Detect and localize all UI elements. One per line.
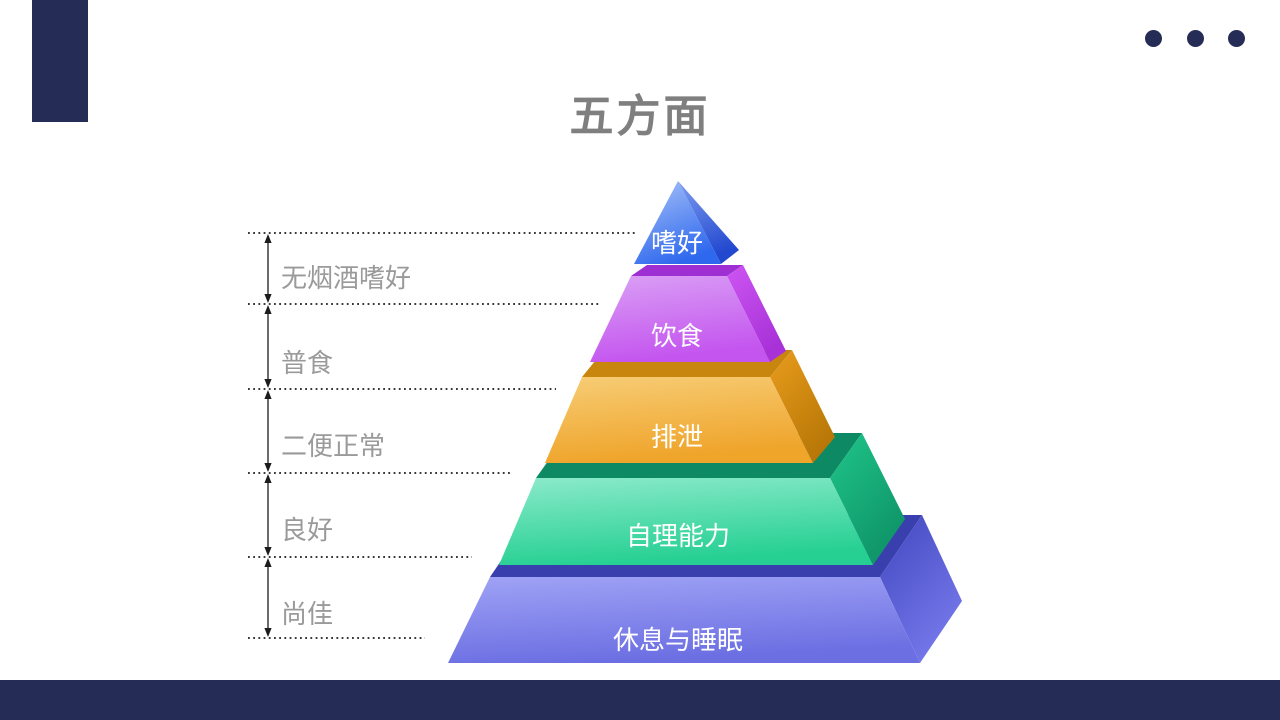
level-5-front-face	[448, 577, 920, 663]
level-2-front-face	[590, 276, 770, 362]
pyramid-level-diet: 饮食	[590, 265, 786, 362]
dot-icon	[1186, 30, 1204, 47]
measurement-lines	[248, 232, 637, 639]
annotation-normal-bowel: 二便正常	[281, 431, 386, 461]
accent-rectangle	[32, 0, 88, 122]
measurement-arrows	[264, 234, 272, 637]
double-arrow	[264, 390, 272, 472]
dot-icon	[1228, 30, 1245, 47]
level-4-front-face	[499, 478, 873, 565]
level-3-label: 排泄	[651, 422, 703, 452]
level-1-front-face	[634, 181, 721, 264]
double-arrow	[264, 474, 272, 556]
annotation-good: 良好	[281, 515, 334, 545]
annotation-normal-diet: 普食	[281, 348, 334, 378]
level-2-label: 饮食	[651, 321, 703, 351]
annotation-fair: 尚佳	[281, 599, 334, 629]
double-arrow	[264, 234, 272, 303]
pyramid-level-excretion: 排泄	[545, 350, 835, 463]
dot-icon	[1145, 30, 1162, 47]
level-1-side-face	[678, 181, 739, 264]
ellipsis-dots	[1145, 30, 1245, 47]
level-4-side-face	[830, 433, 905, 565]
level-1-label: 嗜好	[651, 228, 703, 258]
level-5-label: 休息与睡眠	[613, 625, 743, 655]
double-arrow	[264, 305, 272, 388]
level-3-side-face	[770, 350, 835, 463]
level-5-side-face	[880, 515, 962, 663]
page-title: 五方面	[569, 92, 711, 141]
level-3-front-face	[545, 377, 813, 463]
level-4-label: 自理能力	[626, 521, 730, 551]
level-2-side-face	[727, 265, 786, 362]
annotation-no-smoking-drinking: 无烟酒嗜好	[281, 263, 412, 293]
level-2-top-face	[631, 265, 743, 276]
pyramid-level-hobby: 嗜好	[634, 181, 739, 264]
footer-bar	[0, 680, 1280, 720]
double-arrow	[264, 558, 272, 637]
